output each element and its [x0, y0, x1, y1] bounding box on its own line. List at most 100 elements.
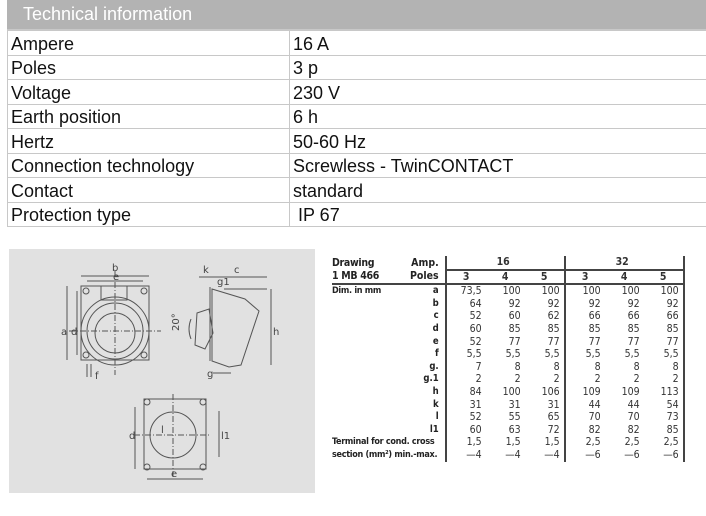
dim-value: 8 [553, 360, 560, 373]
terminal-value: 2,5 [563, 436, 605, 449]
svg-text:g: g [207, 369, 213, 380]
svg-text:h: h [273, 327, 279, 338]
dim-value: 5,5 [563, 348, 605, 361]
spec-value: 3 p [289, 54, 706, 80]
dim-value: 52 [444, 335, 486, 349]
dim-value: 2 [633, 373, 640, 386]
dim-key: e [432, 335, 439, 347]
dim-value: 52 [444, 411, 486, 424]
terminal-label: section (mm²) min.-max. [332, 449, 438, 460]
dim-value: 100 [563, 284, 605, 298]
dim-key: l1 [429, 423, 439, 435]
svg-text:c: c [234, 265, 240, 276]
poles-value: 3 [444, 269, 486, 286]
dim-value: 8 [633, 360, 640, 373]
dim-value: 109 [621, 385, 640, 398]
spec-label: Voltage [7, 79, 290, 105]
dim-row: e 52 77 77 77 77 77 [332, 335, 685, 349]
dim-value: 66 [627, 310, 640, 323]
technical-drawing: b e a d f k c g1 g h 20° l l1 d e [9, 249, 315, 493]
dim-value: 55 [508, 411, 521, 424]
spec-label: Ampere [7, 29, 290, 56]
spec-value: 6 h [289, 103, 706, 129]
dim-key: l [435, 411, 439, 423]
spec-row: Protection type IP 67 [7, 201, 706, 227]
terminal-value: 1,5 [444, 436, 486, 449]
dim-value: 84 [444, 385, 486, 399]
terminal-value: 1,5 [544, 436, 560, 449]
poles-header-row: 1 MB 466 Poles 3 4 5 3 4 5 [332, 269, 685, 286]
dim-row: l1 60 63 72 82 82 85 [332, 423, 685, 437]
dim-value: 82 [627, 423, 640, 436]
dim-unit-label: Dim. in mm [332, 286, 382, 297]
spec-value: 230 V [289, 79, 706, 105]
dim-key: h [432, 385, 439, 397]
dim-row: g.1 2 2 2 2 2 2 [332, 373, 685, 386]
dim-value: 5,5 [444, 348, 486, 361]
dim-value: 62 [547, 310, 560, 323]
svg-text:k: k [203, 265, 209, 276]
dim-row: c 52 60 62 66 66 66 [332, 310, 685, 323]
dim-value: 44 [627, 398, 640, 411]
dim-value: 113 [643, 385, 685, 399]
drawing-id: 1 MB 466 [332, 269, 410, 286]
terminal-value: —6 [624, 448, 640, 461]
drawing-label: Drawing [332, 256, 375, 269]
dim-value: 85 [563, 322, 605, 336]
dim-row: g. 7 8 8 8 8 8 [332, 360, 685, 374]
poles-value: 3 [563, 269, 605, 286]
dim-value: 31 [444, 398, 486, 412]
dim-value: 31 [547, 398, 560, 411]
terminal-value: 1,5 [505, 436, 521, 449]
dim-row: Dim. in mm a 73,5 100 100 100 100 100 [332, 284, 685, 298]
dim-value: 100 [541, 285, 560, 298]
spec-value: IP 67 [289, 201, 706, 227]
dim-value: 77 [627, 335, 640, 348]
dim-value: 70 [627, 411, 640, 424]
terminal-value: —4 [544, 448, 560, 461]
dim-value: 5,5 [624, 348, 640, 361]
svg-text:a: a [61, 327, 67, 338]
amp-label: Amp. [411, 256, 439, 269]
dim-key: d [432, 322, 439, 334]
dim-value: 70 [563, 411, 605, 424]
dim-value: 64 [444, 297, 486, 311]
dim-value: 44 [563, 398, 605, 412]
terminal-value: —4 [444, 448, 486, 462]
dim-value: 8 [643, 360, 685, 374]
dim-value: 73,5 [444, 284, 486, 298]
svg-text:g1: g1 [217, 277, 230, 288]
dim-row: l 52 55 65 70 70 73 [332, 411, 685, 424]
dim-value: 100 [502, 385, 521, 398]
dim-key: k [433, 398, 439, 410]
svg-text:e: e [171, 469, 177, 480]
dim-key: a [432, 285, 439, 297]
spec-label: Earth position [7, 103, 290, 129]
dim-value: 8 [563, 360, 605, 374]
dimension-table: Drawing Amp. 16 3 2 1 MB 466 Poles 3 4 5 … [332, 256, 685, 462]
spec-value: Screwless - TwinCONTACT [289, 152, 706, 178]
dim-value: 85 [643, 423, 685, 437]
spec-label: Protection type [7, 201, 290, 227]
svg-text:l: l [161, 425, 164, 436]
dim-value: 100 [643, 284, 685, 298]
svg-text:d: d [129, 431, 135, 442]
poles-value: 5 [643, 269, 685, 286]
dim-value: 92 [643, 297, 685, 311]
amp-group-16: 16 [444, 256, 565, 271]
dim-value: 85 [547, 322, 560, 335]
svg-text:e: e [113, 272, 119, 283]
section-header: Technical information [7, 0, 706, 29]
terminal-value: 2,5 [643, 436, 685, 449]
dim-row: k 31 31 31 44 44 54 [332, 398, 685, 412]
spec-value: standard [289, 177, 706, 203]
dim-value: 85 [627, 322, 640, 335]
dim-value: 85 [508, 322, 521, 335]
dim-value: 5,5 [544, 348, 560, 361]
terminal-value: —4 [505, 448, 521, 461]
dim-key: c [433, 310, 439, 322]
